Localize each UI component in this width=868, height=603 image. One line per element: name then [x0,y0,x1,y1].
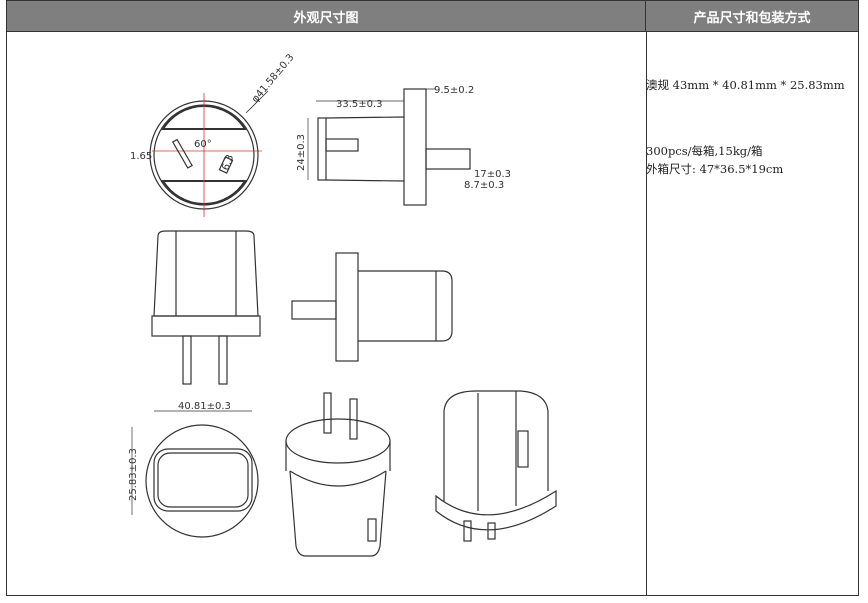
width-label: 40.81±0.3 [178,401,231,412]
product-size: 澳规 43mm * 40.81mm * 25.83mm [646,78,845,92]
height-label: 24±0.3 [296,134,307,171]
depth-label: 25.83±0.3 [128,448,139,501]
isometric-view-1 [285,392,391,557]
side-view: 33.5±0.3 9.5±0.2 24±0.3 17±0.3 8.7±0.3 [296,85,511,206]
slot-length-label: 6.3 [220,153,236,172]
header-packing: 产品尺寸和包装方式 [646,1,858,32]
front-elevation [151,230,261,385]
spec-table: 外观尺寸图 产品尺寸和包装方式 [6,0,859,596]
slot-width-label: 1.65 [130,151,152,162]
flange-label: 9.5±0.2 [434,85,474,96]
diameter-label: φ41.58±0.3 [250,52,297,105]
pin-part-label: 8.7±0.3 [464,180,504,191]
side-elevation [291,252,453,362]
bottom-view: 40.81±0.3 25.83±0.3 [128,401,259,538]
dimension-drawing: φ41.58±0.3 1.65 60° 6.3 33.5±0.3 9.5±0.2… [128,52,557,557]
front-view: φ41.58±0.3 1.65 60° 6.3 [130,52,297,217]
isometric-view-2 [435,390,557,542]
angle-label: 60° [194,139,212,150]
column-divider [646,32,647,596]
carton-size: 外箱尺寸: 47*36.5*19cm [646,162,784,176]
packing-quantity: 300pcs/每箱,15kg/箱 [646,144,763,158]
header-drawing: 外观尺寸图 [7,1,646,32]
length-label: 33.5±0.3 [336,99,383,110]
pin-length-label: 17±0.3 [474,169,511,180]
